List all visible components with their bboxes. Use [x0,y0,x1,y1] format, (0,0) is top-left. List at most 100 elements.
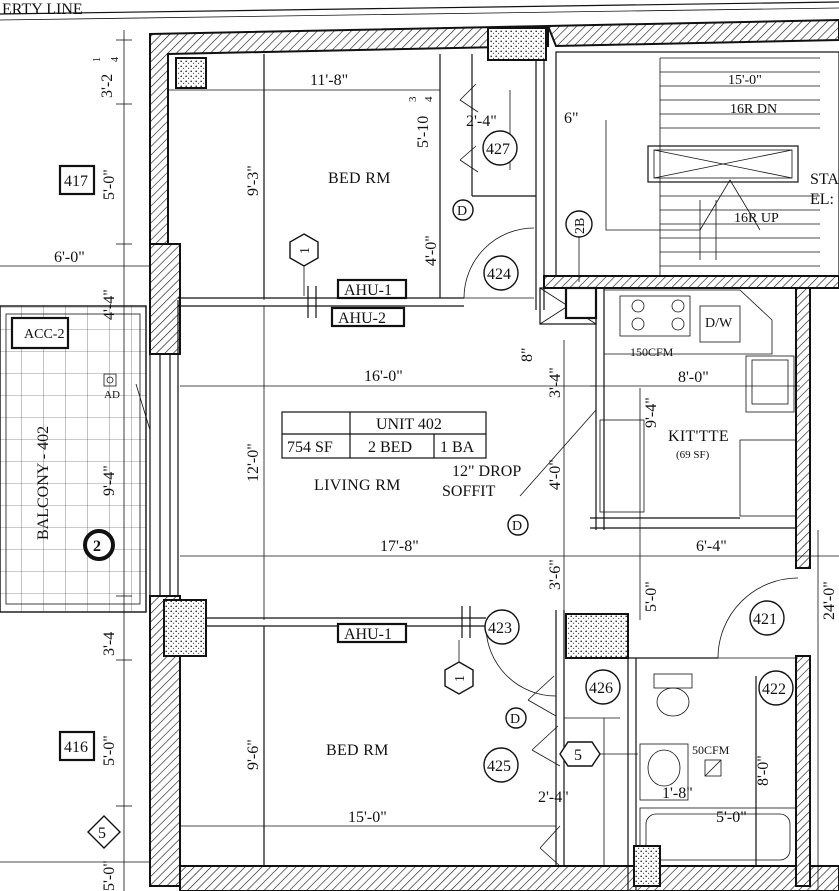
d-marker-living: D [507,514,529,536]
dim-6-0: 6'-0" [54,249,85,266]
dim-4-0-mid: 4'-0" [547,459,564,490]
dim-5-0-bottom: 5'-0" [101,735,118,766]
dim-8-0-kitchen: 8'-0" [678,369,709,386]
stair-label: STA [810,171,839,188]
kitchen-area-label: (69 SF) [676,449,710,461]
dim-15-0-bottom: 15'-0" [348,809,387,826]
dimension-lines-interior [168,60,839,891]
door-tag-423: 423 [484,609,520,645]
ahu-2-top-label: AHU-2 [338,310,386,327]
door-tag-425-label: 425 [487,758,511,775]
door-tag-425: 425 [483,747,519,783]
dim-3-2-1-4: 3'-2 [99,74,116,98]
soffit-label-line-2: SOFFIT [442,483,496,500]
circle-2b-marker: 2B [565,210,593,282]
dim-9-4-kitchen: 9'-4" [643,397,660,428]
kitchenette [519,287,811,569]
balcony [0,305,151,613]
dim-9-3: 9'-3" [245,165,262,196]
dimension-lines-left [0,30,150,891]
exterior-wall-left [149,243,207,887]
hex-marker-bath-label: 5 [574,747,582,764]
door-tag-424-label: 424 [487,266,511,283]
unit-name: UNIT 402 [376,416,442,433]
d-marker-living-label: D [512,519,522,534]
hex-marker-top-label: 1 [298,247,313,254]
dim-6-4: 6'-4" [696,538,727,555]
stair-down-label: 16R DN [730,102,777,117]
balcony-section-marker: 2 [83,529,115,561]
kitchen-exhaust-label: 150CFM [630,345,674,359]
bathroom [627,577,811,891]
acc-label: ACC-2 [24,327,64,342]
d-marker-top: D [452,199,474,221]
door-tag-424: 424 [483,255,519,291]
unit-area: 754 SF [287,439,333,456]
bath-exhaust-label: 50CFM [692,743,730,757]
dim-8-in: 8" [519,347,536,362]
dim-5-0-edge: 5'-0" [101,860,118,891]
dim-2-4-top: 2'-4" [466,113,497,130]
stair [555,51,839,277]
dim-12-0: 12'-0" [245,443,262,482]
property-line [0,1,839,21]
dim-11-8: 11'-8" [310,72,348,89]
circle-2b-label: 2B [573,218,588,234]
property-line-label: ERTY LINE [2,1,83,18]
d-marker-bottom-label: D [510,712,520,727]
dim-1-8: 1'-8" [662,785,693,802]
room-label-bed-top: BED RM [328,170,391,187]
dim-9-6: 9'-6" [245,739,262,770]
dim-3-4-left: 3'-4 [101,632,118,656]
room-label-balcony: BALCONY - 402 [35,426,52,540]
dim-17-8: 17'-8" [380,538,419,555]
balcony-section-marker-label: 2 [93,538,101,555]
ahu-1-bottom-label: AHU-1 [344,626,392,643]
dim-6-in: 6" [564,110,579,127]
door-tag-426-label: 426 [589,680,613,697]
dim-5-10: 5'-10 [415,116,432,148]
hex-marker-bath: 5 [559,741,638,767]
dim-3-2-fraction-denominator: 4 [110,57,121,62]
d-marker-bottom: D [505,707,527,729]
dim-5-10-fraction-denominator: 4 [423,96,435,102]
room-label-living: LIVING RM [314,477,401,494]
dim-16-0: 16'-0" [364,368,403,385]
dim-3-4-mid: 3'-4" [547,367,564,398]
dim-5-0-bath: 5'-0" [716,809,747,826]
unit-tag-box-417 [58,164,96,196]
stair-elev-label: EL: [810,191,834,208]
door-tag-427-label: 427 [486,141,510,158]
unit-baths: 1 BA [440,439,475,456]
dim-24-0: 24'-0" [821,581,838,620]
dim-9-4-balcony: 9'-4" [101,465,118,496]
dishwasher-label: D/W [705,316,733,331]
ahu-top [307,278,408,328]
soffit-label-line-1: 12" DROP [452,463,521,480]
diamond-marker-label: 5 [98,825,106,842]
door-tag-422: 422 [758,670,794,706]
door-tag-423-label: 423 [488,620,512,637]
door-tag-427: 427 [482,130,518,166]
dim-5-10-fraction-numerator: 3 [407,96,419,102]
door-tag-421-label: 421 [753,611,777,628]
dim-2-4-bottom: 2'-4" [538,789,569,806]
dim-15-0-stair: 15'-0" [728,73,762,88]
unit-tag-416: 416 [64,739,88,756]
door-tag-422-label: 422 [762,681,786,698]
unit-tag-box-416 [58,730,96,762]
hex-marker-top: 1 [289,233,319,296]
door-tag-426: 426 [585,669,621,705]
dim-4-4: 4'-4" [101,289,118,320]
stair-up-label: 16R UP [734,211,779,226]
dim-8-0-bath: 8'-0" [755,755,772,786]
unit-schedule-table [281,411,487,459]
diamond-marker: 5 [87,815,121,849]
dim-5-0-mid: 5'-0" [643,581,660,612]
dim-3-6: 3'-6" [547,559,564,590]
unit-tag-417: 417 [64,173,88,190]
room-label-bed-bottom: BED RM [326,742,389,759]
area-drain-label: AD [104,389,120,401]
d-marker-top-label: D [457,204,467,219]
